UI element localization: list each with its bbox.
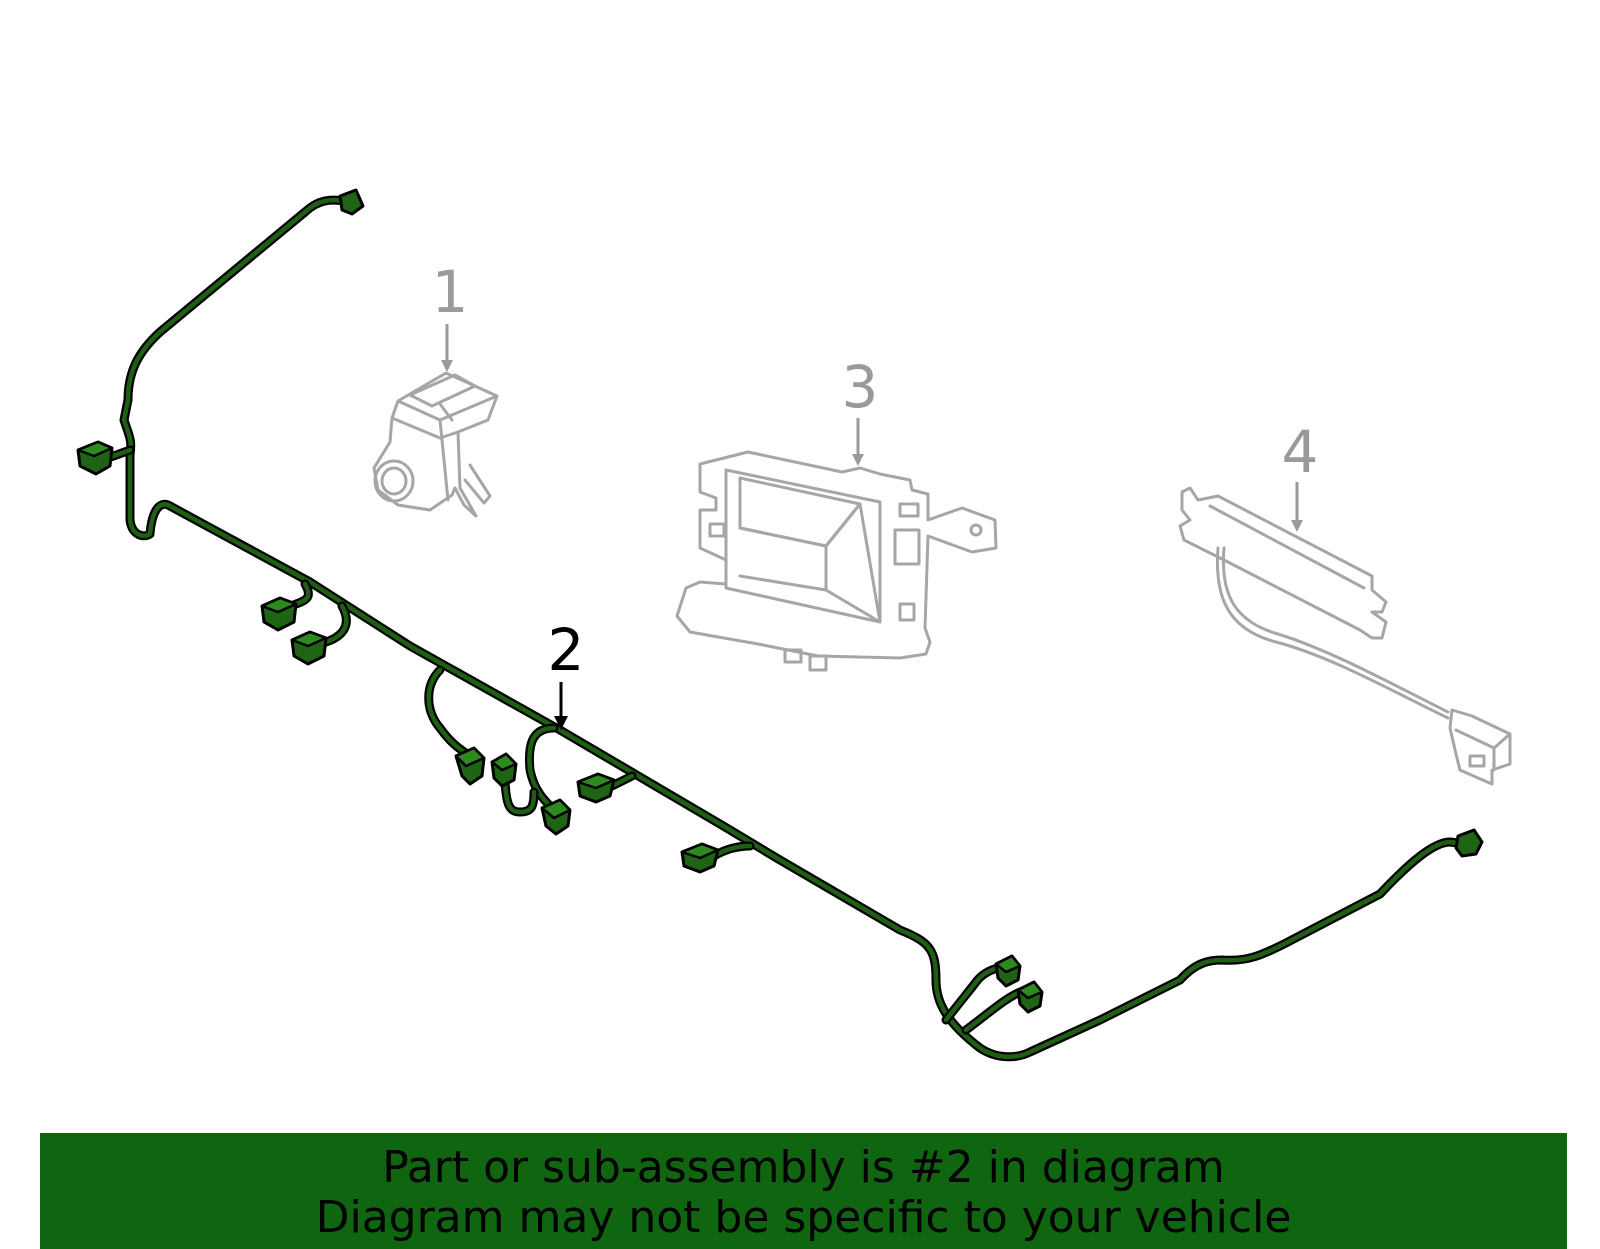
connector-i (1016, 980, 1044, 1014)
callout-3-arrowhead (852, 454, 864, 466)
connector-b (290, 630, 328, 666)
callout-3-label: 3 (842, 353, 879, 421)
connector-f (576, 772, 616, 804)
callout-2-arrowhead (554, 716, 568, 730)
part-4-sensor: 4 (1178, 418, 1512, 786)
connector-e (540, 798, 572, 836)
connector-left (76, 440, 114, 476)
banner-part-line: Part or sub-assembly is #2 in diagram (382, 1142, 1225, 1193)
info-banner: Part or sub-assembly is #2 in diagram Di… (40, 1133, 1567, 1249)
part-3-radar-module: 3 (675, 353, 998, 672)
connector-a (260, 596, 298, 632)
callout-1-arrowhead (441, 360, 453, 372)
harness-connectors (76, 188, 1484, 1014)
connector-c (454, 746, 486, 786)
part-1-camera: 1 (372, 258, 499, 518)
callout-2-label: 2 (548, 616, 585, 684)
connector-d (490, 752, 518, 788)
callout-4-label: 4 (1282, 418, 1319, 486)
harness-cable (119, 195, 1471, 1062)
banner-disclaimer-line: Diagram may not be specific to your vehi… (315, 1192, 1292, 1243)
connector-g (680, 842, 720, 874)
callout-4-arrowhead (1291, 520, 1303, 532)
callout-1-label: 1 (432, 258, 469, 326)
connector-right (1454, 828, 1484, 858)
harness-branches (103, 445, 1025, 1035)
connector-top-left (338, 188, 365, 216)
connector-h (994, 954, 1022, 988)
part-2-wiring-harness: 2 (76, 188, 1484, 1062)
